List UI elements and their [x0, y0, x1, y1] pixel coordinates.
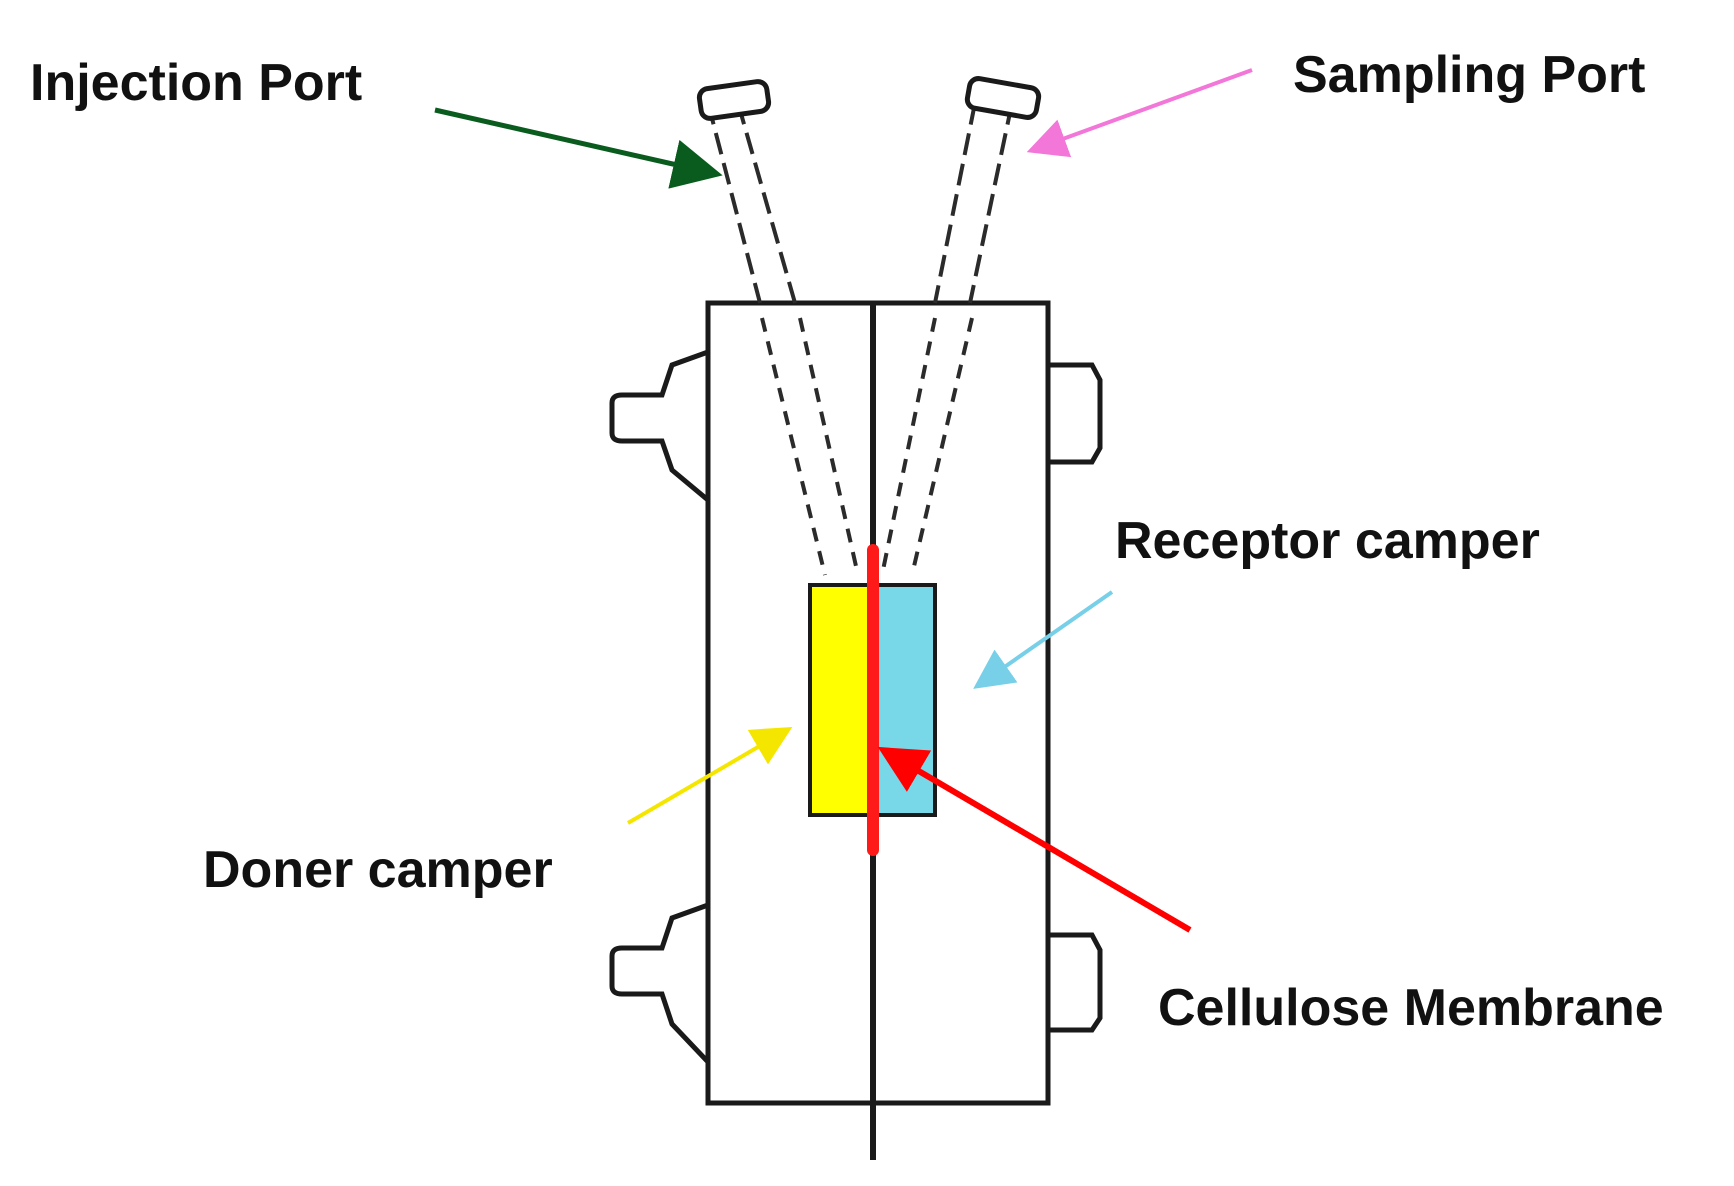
- sampling-port-tube: [880, 76, 1042, 576]
- membrane-label: Cellulose Membrane: [1158, 979, 1664, 1037]
- right-clamp-upper: [1045, 362, 1103, 465]
- donor-chamber: [808, 583, 875, 817]
- sampling-port-arrow: [1026, 68, 1253, 158]
- receptor-chamber: [871, 583, 937, 817]
- membrane-arrow: [877, 746, 1192, 933]
- injection-port-tube: [696, 79, 860, 576]
- injection-port-label: Injection Port: [30, 54, 362, 112]
- left-clamp-upper: [609, 348, 711, 506]
- donor-chamber-label: Doner camper: [203, 841, 553, 899]
- receptor-chamber-arrow: [973, 590, 1114, 689]
- receptor-chamber-label: Receptor camper: [1115, 512, 1540, 570]
- injection-port-arrow: [434, 107, 723, 189]
- right-clamp-lower: [1045, 932, 1103, 1033]
- left-clamp-lower: [609, 901, 711, 1069]
- sampling-port-label: Sampling Port: [1293, 46, 1645, 104]
- donor-chamber-arrow: [626, 726, 793, 825]
